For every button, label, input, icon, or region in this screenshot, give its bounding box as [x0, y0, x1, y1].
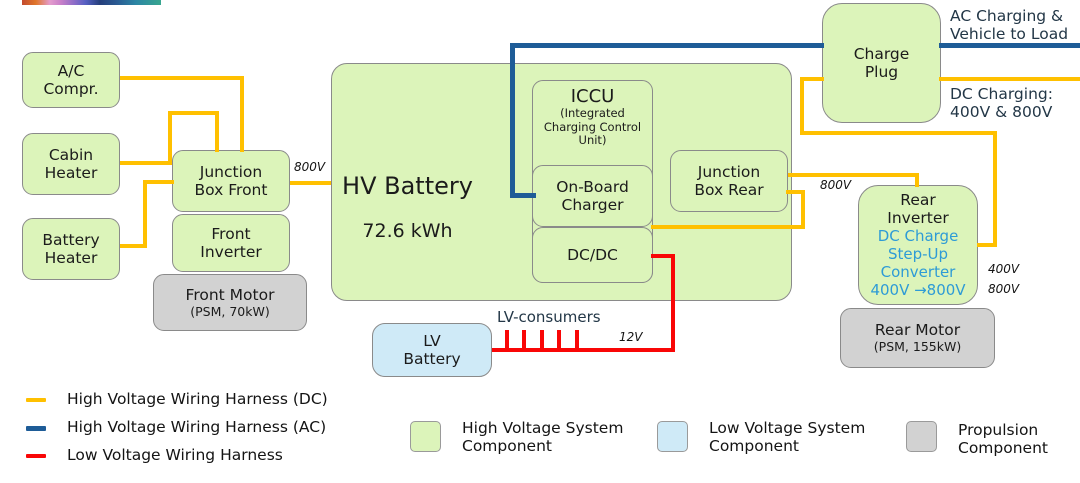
wire-dc-batt-heater-h2 — [143, 180, 174, 184]
battery-heater-label: Battery Heater — [42, 230, 100, 267]
front-inverter-label: Front Inverter — [200, 224, 262, 261]
front-motor-box: Front Motor (PSM, 70kW) — [153, 274, 307, 331]
legend-dash-hv-ac — [26, 426, 46, 431]
wire-ac-v — [510, 43, 515, 198]
legend-label-hv-dc: High Voltage Wiring Harness (DC) — [67, 390, 328, 408]
ac-charging-note: AC Charging & Vehicle to Load — [950, 7, 1069, 43]
wire-ac-h-right — [939, 43, 1080, 48]
wire-dc-charging-left — [800, 77, 824, 81]
wire-lv-consumer-tick-5 — [575, 330, 579, 352]
dcdc-box: DC/DC — [532, 227, 653, 283]
junction-box-front: Junction Box Front — [172, 150, 290, 212]
ac-compressor-box: A/C Compr. — [22, 52, 120, 108]
front-motor-title: Front Motor — [185, 285, 275, 304]
wire-lv-v — [671, 254, 675, 352]
rear-motor-subtitle: (PSM, 155kW) — [873, 339, 962, 355]
wire-dc-cabin-h1 — [120, 161, 172, 165]
legend-label-lv-component: Low Voltage System Component — [709, 419, 866, 456]
lv-consumers-label: LV-consumers — [497, 308, 601, 326]
junction-box-rear-label: Junction Box Rear — [694, 162, 764, 199]
wire-dc-charging-h2 — [800, 131, 997, 135]
legend-dash-lv — [26, 454, 46, 458]
wire-dc-obc-v — [801, 190, 805, 229]
wire-ac-obc-h — [510, 193, 536, 198]
wire-dc-charging-right — [939, 77, 1080, 81]
wire-dc-jbfront-battery — [290, 181, 331, 185]
wire-dc-batt-heater-v — [143, 180, 147, 248]
rear-inverter-title: Rear Inverter — [887, 190, 949, 227]
on-board-charger-label: On-Board Charger — [556, 177, 629, 214]
hv-battery-title: HV Battery — [342, 172, 473, 200]
rear-motor-box: Rear Motor (PSM, 155kW) — [840, 308, 995, 368]
ac-compressor-label: A/C Compr. — [43, 61, 99, 98]
hv-battery-label: HV Battery 72.6 kWh — [331, 153, 484, 262]
junction-box-rear: Junction Box Rear — [670, 150, 788, 212]
voltage-label-12v: 12V — [619, 330, 643, 344]
legend-label-propulsion: Propulsion Component — [958, 421, 1048, 458]
wire-lv-consumer-tick-2 — [522, 330, 526, 352]
legend-label-hv-ac: High Voltage Wiring Harness (AC) — [67, 418, 327, 436]
logo-gradient-strip — [22, 0, 161, 5]
rear-motor-title: Rear Motor — [874, 321, 961, 340]
dc-charging-note: DC Charging: 400V & 800V — [950, 85, 1053, 121]
wire-dc-cabin-v2 — [215, 111, 219, 152]
voltage-label-800v-right: 800V — [988, 282, 1020, 296]
wire-dc-obc-h1 — [651, 225, 805, 229]
legend-swatch-propulsion — [906, 421, 937, 452]
wire-dc-jbrear-v — [915, 173, 919, 187]
cabin-heater-label: Cabin Heater — [44, 145, 98, 182]
wire-dc-cabin-v1 — [168, 111, 172, 165]
iccu-subtitle: (Integrated Charging Control Unit) — [543, 105, 642, 148]
front-motor-subtitle: (PSM, 70kW) — [190, 303, 270, 319]
wire-lv-consumer-tick-4 — [557, 330, 561, 352]
front-inverter-box: Front Inverter — [172, 214, 290, 272]
wire-dc-obc-h2 — [786, 190, 805, 194]
charge-plug-label: Charge Plug — [853, 44, 910, 81]
dcdc-label: DC/DC — [567, 245, 618, 264]
wire-lv-h — [492, 348, 675, 352]
wire-lv-dcdc-h — [651, 254, 675, 258]
wire-dc-cabin-h2 — [168, 111, 219, 115]
wire-dc-ac-compr-v — [240, 76, 244, 152]
legend-label-lv: Low Voltage Wiring Harness — [67, 446, 283, 464]
voltage-label-400v-right: 400V — [988, 262, 1020, 276]
lv-battery-label: LV Battery — [403, 331, 461, 368]
cabin-heater-box: Cabin Heater — [22, 133, 120, 195]
voltage-label-800v-rear: 800V — [820, 178, 852, 192]
wire-lv-consumer-tick-1 — [505, 330, 509, 352]
wire-lv-consumer-tick-3 — [540, 330, 544, 352]
junction-box-front-label: Junction Box Front — [194, 162, 268, 199]
wire-dc-charging-v — [800, 77, 804, 135]
wire-dc-jbrear-h — [788, 173, 919, 177]
lv-battery-box: LV Battery — [372, 323, 492, 377]
on-board-charger-box: On-Board Charger — [532, 165, 653, 227]
iccu-title: ICCU — [570, 86, 615, 107]
rear-inverter-stepup-label: DC Charge Step-Up Converter 400V →800V — [870, 227, 966, 300]
wire-dc-batt-heater-h1 — [120, 244, 147, 248]
legend-label-hv-component: High Voltage System Component — [462, 419, 624, 456]
voltage-label-800v-front: 800V — [294, 160, 326, 174]
wire-ac-h-left — [510, 43, 824, 48]
hv-battery-capacity: 72.6 kWh — [362, 219, 453, 242]
wire-dc-ac-compr-h — [120, 76, 244, 80]
wire-dc-stepup-v — [993, 131, 997, 247]
legend-dash-hv-dc — [26, 398, 46, 402]
rear-inverter-box: Rear Inverter DC Charge Step-Up Converte… — [858, 185, 978, 305]
charge-plug-box: Charge Plug — [822, 3, 941, 123]
legend-swatch-lv-component — [657, 421, 688, 452]
battery-heater-box: Battery Heater — [22, 218, 120, 280]
wire-dc-stepup-h — [977, 243, 997, 247]
legend-swatch-hv-component — [410, 421, 441, 452]
